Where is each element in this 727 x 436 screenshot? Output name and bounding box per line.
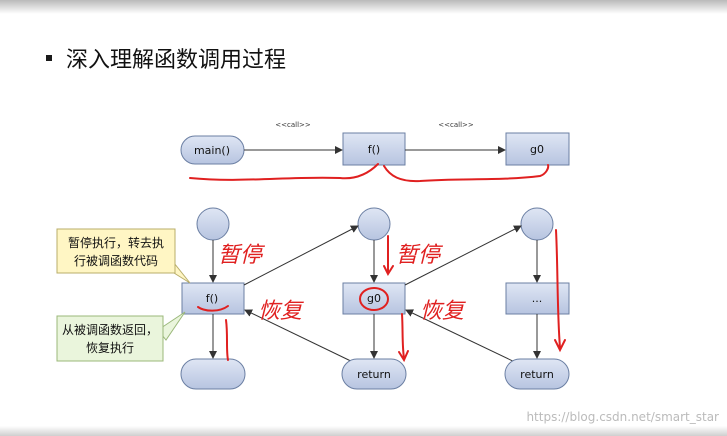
handwritten-flow-top bbox=[189, 163, 550, 183]
handwritten-underline-f bbox=[197, 305, 229, 312]
return-arrow-dots-to-g bbox=[405, 309, 520, 365]
resume-note-line1: 从被调函数返回， bbox=[62, 322, 158, 337]
main-node-label: main() bbox=[194, 144, 230, 157]
handwritten-stroke-f-down bbox=[225, 319, 229, 361]
handwritten-resume-g: 恢复 bbox=[420, 299, 466, 324]
f-top-node bbox=[342, 132, 406, 166]
pause-note-line1: 暂停执行，转去执 bbox=[68, 235, 164, 250]
watermark: https://blog.csdn.net/smart_star bbox=[526, 410, 719, 424]
resume-note-line2: 恢复执行 bbox=[86, 341, 134, 355]
return-node-g-label: return bbox=[357, 368, 391, 381]
g-box-label: g0 bbox=[367, 292, 381, 305]
f-box-label: f() bbox=[206, 292, 218, 305]
handwritten-stroke-g-down bbox=[398, 313, 409, 363]
handwritten-pause-g: 暂停 bbox=[396, 243, 444, 268]
f-top-node-label: f() bbox=[368, 143, 380, 156]
start-circle-dots bbox=[520, 207, 554, 241]
start-circle-f bbox=[196, 207, 230, 241]
handwritten-stroke-dots bbox=[554, 229, 566, 353]
resume-note bbox=[56, 315, 164, 362]
g-top-node-label: g0 bbox=[530, 143, 544, 156]
return-node-g bbox=[341, 358, 407, 390]
bottom-shadow bbox=[0, 426, 727, 436]
call-label-2: <<call>> bbox=[438, 121, 474, 129]
pause-note-line2: 行被调函数代码 bbox=[74, 253, 158, 268]
handwritten-pause-f: 暂停 bbox=[218, 243, 266, 268]
pause-note bbox=[56, 228, 176, 274]
end-node-f bbox=[180, 358, 246, 390]
dots-box-label: ... bbox=[532, 292, 543, 305]
call-arrow-g-to-dots bbox=[404, 225, 522, 286]
call-label-1: <<call>> bbox=[275, 121, 311, 129]
call-arrow-f-to-g bbox=[243, 225, 359, 286]
handwritten-stroke-g-top bbox=[383, 235, 394, 277]
handwritten-resume-f: 恢复 bbox=[258, 299, 304, 324]
return-node-dots bbox=[504, 358, 570, 390]
f-box bbox=[181, 282, 245, 315]
g-top-node bbox=[505, 132, 570, 166]
return-node-dots-label: return bbox=[520, 368, 554, 381]
return-arrow-g-to-f bbox=[244, 309, 358, 365]
start-circle-g bbox=[357, 207, 391, 241]
handwritten-circle-g bbox=[359, 287, 389, 311]
top-shadow bbox=[0, 0, 727, 14]
title-bullet bbox=[46, 55, 52, 61]
slide-title: 深入理解函数调用过程 bbox=[66, 48, 287, 73]
